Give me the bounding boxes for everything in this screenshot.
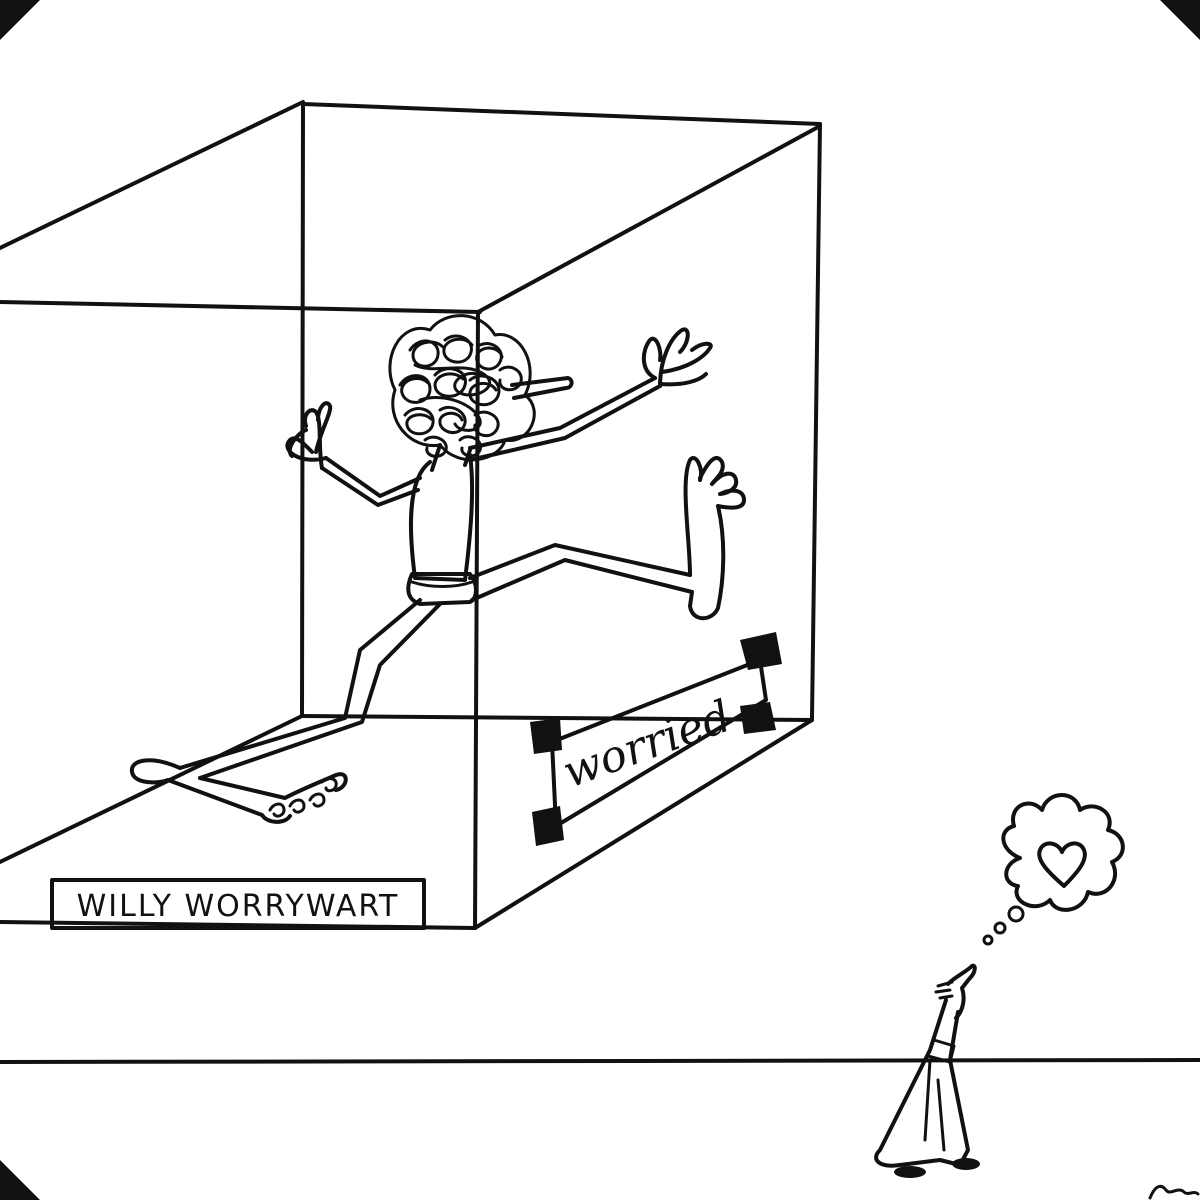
plaque-label: WILLY WORRYWART <box>77 889 400 924</box>
artist-signature <box>1148 1184 1200 1200</box>
plaque-frame <box>50 878 426 930</box>
thought-dot-medium <box>993 921 1007 935</box>
name-plaque: WILLY WORRYWART <box>50 878 426 930</box>
shorts-waist <box>410 580 474 588</box>
tape-bottom-right <box>740 702 776 734</box>
heart-icon <box>1037 841 1087 888</box>
box-floor-left <box>0 714 304 864</box>
observer-figure <box>874 963 980 1178</box>
observer-head <box>946 963 977 1020</box>
left-leg <box>178 598 442 780</box>
box-top-left-edge <box>0 100 305 250</box>
box-back-right-post <box>810 122 822 720</box>
right-leg <box>468 543 694 602</box>
left-foot <box>129 758 348 824</box>
box-floor-right <box>473 718 814 930</box>
neck <box>430 443 472 472</box>
thought-dot-large <box>1007 905 1025 923</box>
left-hand <box>285 401 333 470</box>
tape-top-left <box>530 718 562 754</box>
corner-top-left <box>0 0 40 40</box>
torso <box>408 453 475 582</box>
thought-dot-small <box>982 934 994 946</box>
observer-right-shoe <box>952 1158 980 1170</box>
box-top-back-edge <box>301 102 822 126</box>
box-top-right-edge <box>476 124 822 314</box>
box-back-left-post <box>300 102 305 718</box>
willy-figure <box>129 314 746 824</box>
thought-bubble-icon <box>982 793 1125 946</box>
observer-hair <box>934 980 954 1000</box>
tape-bottom-left <box>532 806 564 846</box>
floor-line <box>0 1058 1200 1064</box>
right-arm <box>468 376 662 462</box>
box-floor-back <box>300 714 814 722</box>
observer-shirt <box>926 1038 956 1064</box>
observer-left-shoe <box>894 1166 926 1178</box>
observer-body <box>874 998 970 1168</box>
left-toes <box>268 777 338 818</box>
right-foot <box>683 456 746 621</box>
nose <box>510 376 574 400</box>
thought-cloud <box>1001 793 1125 912</box>
box-top-front-edge <box>0 300 482 314</box>
observer-legs <box>923 1058 946 1152</box>
corner-bottom-left <box>0 1160 40 1200</box>
corner-top-right <box>1160 0 1200 40</box>
scribble-hair <box>388 314 536 462</box>
sign-frame <box>550 658 768 828</box>
left-arm <box>320 456 422 507</box>
shorts <box>406 572 478 606</box>
right-hand <box>641 327 713 388</box>
tape-top-right <box>740 632 782 670</box>
worried-sign: worried <box>530 632 782 846</box>
